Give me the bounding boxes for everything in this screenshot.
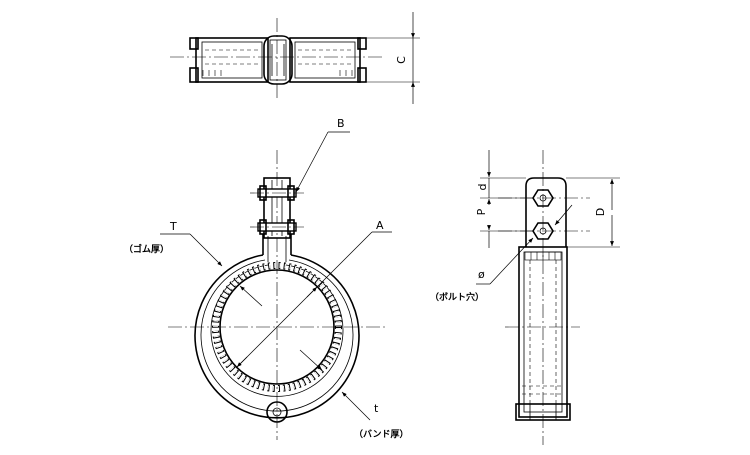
top-right-rubber [294, 41, 356, 79]
band-thickness-label: （バンド厚） [354, 429, 408, 440]
outer-band [194, 254, 360, 419]
front-lug [263, 177, 291, 239]
top-right-band [289, 37, 361, 83]
rubber-thickness-label: （ゴム厚） [124, 243, 169, 255]
dim-b-label: B [337, 117, 345, 130]
side-lug [525, 177, 567, 247]
outer-band-inner-edge [200, 259, 354, 412]
dim-t-lower-label: t [374, 402, 379, 415]
top-left-band [195, 37, 269, 83]
dim-d-label: D [594, 208, 607, 216]
rubber-lining-outer [210, 264, 344, 397]
side-band [518, 246, 568, 418]
top-view: C [170, 12, 420, 104]
bottom-hinge [266, 401, 288, 423]
dim-phi-label: ø [478, 268, 485, 281]
rubber-teeth [212, 262, 342, 392]
front-view: A B T （ゴム厚） t （バンド厚） [124, 117, 408, 440]
dim-a-line [235, 285, 319, 369]
dim-d-small-label: d [476, 184, 489, 191]
side-view: D d P ø （ボルト穴） [430, 150, 620, 445]
dim-a-label: A [376, 219, 384, 232]
dim-t-upper-label: T [169, 220, 177, 233]
bolt-hole-label: （ボルト穴） [430, 291, 484, 303]
dim-t-lower-leader [341, 391, 371, 421]
dim-t-upper-leader [189, 233, 223, 267]
dim-phi-leader [489, 237, 534, 285]
dim-p-label: P [475, 208, 488, 215]
dim-c-label: C [395, 56, 408, 64]
inner-bore [219, 269, 335, 385]
top-left-rubber [201, 41, 263, 79]
dim-b-leader [295, 131, 329, 193]
top-center-lug [263, 35, 293, 85]
